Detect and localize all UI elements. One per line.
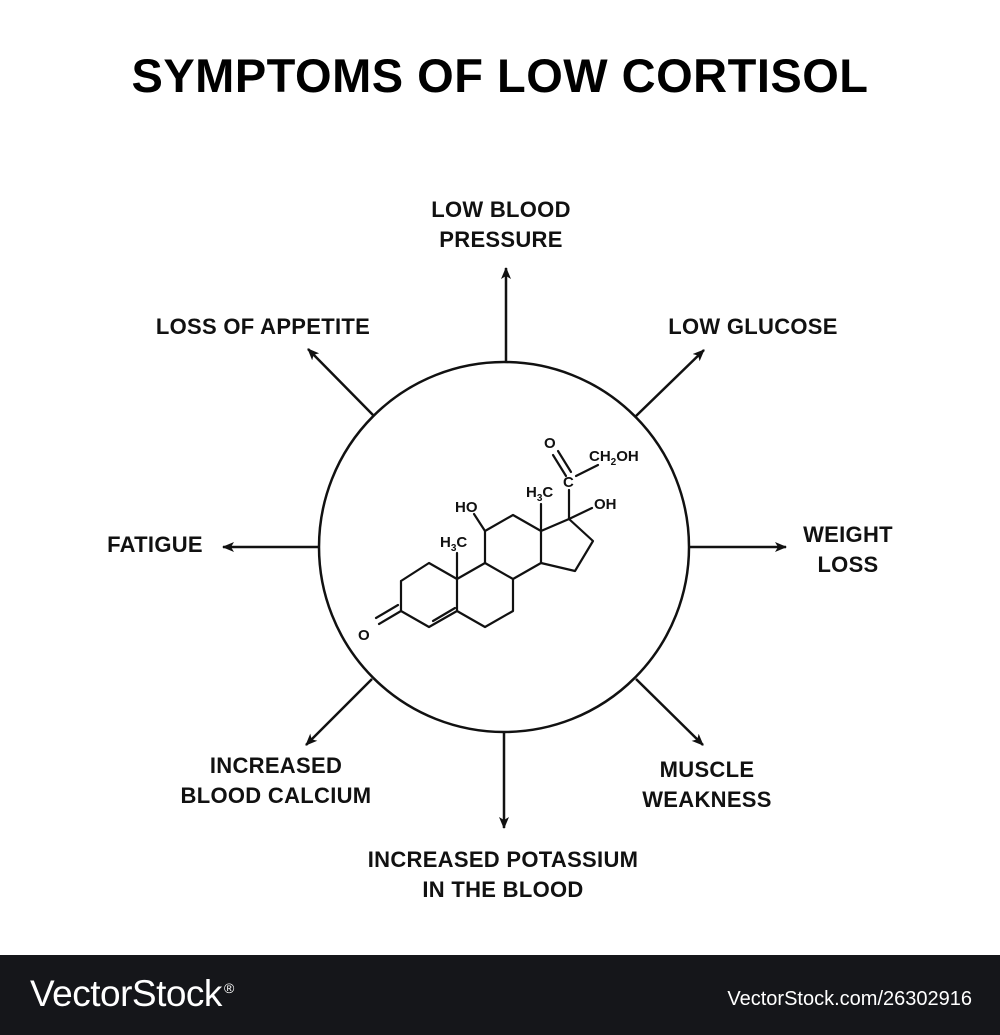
arrow-top-right — [635, 349, 705, 417]
stock-id: VectorStock.com/26302916 — [727, 988, 972, 1010]
diagram-canvas: O HO H3C H3C OH C O CH2OH — [222, 267, 787, 829]
label-low-glucose: LOW GLUCOSE — [668, 314, 838, 339]
atom-h3c-right: H3C — [526, 484, 553, 504]
atom-o-side: O — [544, 435, 556, 452]
label-fatigue: FATIGUE — [107, 532, 203, 557]
brand-logo: VectorStock® — [30, 973, 234, 1014]
atom-ch2oh: CH2OH — [589, 448, 639, 468]
molecule-atoms: O HO H3C H3C OH C O CH2OH — [358, 435, 639, 644]
label-loss-of-appetite: LOSS OF APPETITE — [155, 314, 371, 339]
arrow-bottom-right — [635, 678, 704, 746]
footer-bar: VectorStock® VectorStock.com/26302916 — [0, 955, 1000, 1035]
atom-oh: OH — [594, 496, 617, 513]
atom-ho: HO — [455, 499, 478, 516]
arrow-bottom-left — [305, 678, 373, 746]
cortisol-structure — [374, 449, 600, 629]
atom-c: C — [563, 474, 574, 491]
atom-o-ketone: O — [358, 627, 370, 644]
center-circle — [317, 360, 691, 734]
atom-h3c-left: H3C — [440, 534, 467, 554]
page-title: SYMPTOMS OF LOW CORTISOL — [131, 49, 869, 102]
arrow-top-left — [307, 348, 374, 416]
